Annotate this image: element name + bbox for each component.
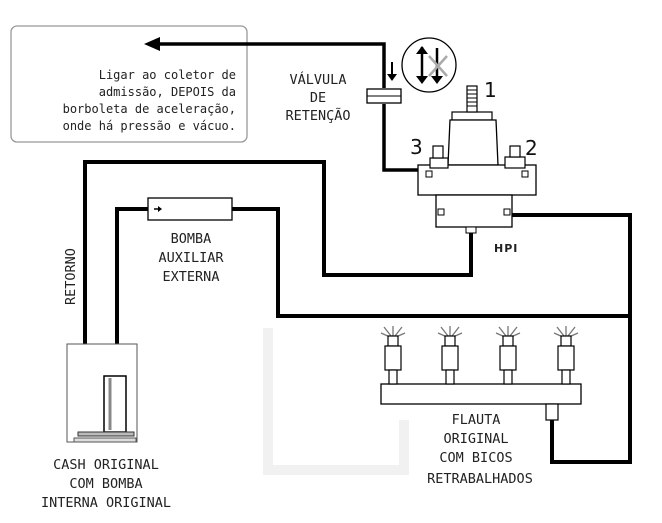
internal-pump-base [77,431,135,437]
injectors [380,326,579,385]
note-box-frame [10,25,248,143]
port-number-2: 2 [525,136,538,160]
tank-label-line-2: COM BOMBA [69,476,142,492]
fuel-rail [380,326,582,421]
injector [495,326,521,385]
rail-feed-line [550,316,632,464]
injector [437,326,463,385]
rail-label-line-3: COM BICOS [439,450,512,466]
rail-label-line-1: FLAUTA [452,412,501,428]
rail-label-line-2: ORIGINAL [443,431,508,447]
port-3-fitting [429,157,449,169]
note-line-2: admissão, DEPOIS da [99,85,236,99]
note-line-3: borboleta de aceleração, [63,102,236,116]
note-box: Ligar ao coletor de admissão, DEPOIS da … [10,25,248,143]
left-arrow-icon [144,37,176,51]
port-number-3: 3 [410,135,423,159]
regulator-label: HPI [494,242,518,255]
vacuum-line [160,42,428,172]
pump-label-line-3: EXTERNA [163,269,220,285]
tank-label-line-3: INTERNA ORIGINAL [41,495,171,511]
flow-direction-icon [401,37,457,93]
note-line-1: Ligar ao coletor de [99,68,236,82]
pump-arrow-icon [158,206,162,212]
note-line-4: onde há pressão e vácuo. [63,119,236,133]
supply-line-pump-to-regulator [232,207,632,318]
regulator-diaphragm [417,164,537,196]
check-valve [366,88,402,104]
supply-line-tank-to-pump [115,207,148,376]
pressure-regulator [417,85,537,234]
port-number-1: 1 [484,78,497,102]
external-pump [147,197,233,221]
rail-inlet [545,403,559,421]
internal-pump [103,375,127,433]
port-2-fitting [504,156,526,169]
pump-label-line-2: AUXILIAR [158,250,224,266]
external-pump-body [147,197,233,221]
return-line [83,160,473,440]
background-smudge [263,328,409,475]
pump-label-line-1: BOMBA [171,231,212,247]
vacuum-hose-top [160,42,386,88]
fuel-lines [83,160,632,464]
valve-label-line-3: RETENÇÃO [285,107,350,124]
valve-label-line-2: DE [310,90,326,106]
vacuum-hose-to-regulator [382,104,428,172]
tank-label-line-1: CASH ORIGINAL [53,457,159,473]
regulator-lower-body [435,194,513,228]
rail-body [380,383,582,405]
valve-label-line-1: VÁLVULA [290,71,347,88]
fuel-tank [66,343,138,443]
adjusting-screw [466,85,478,113]
return-port [465,226,477,234]
down-arrow-icon [387,62,397,81]
injector [380,326,406,385]
regulator-upper-body [447,119,499,166]
rail-label-line-4: RETRABALHADOS [427,471,533,487]
injector [553,326,579,385]
return-label: RETORNO [63,248,79,305]
